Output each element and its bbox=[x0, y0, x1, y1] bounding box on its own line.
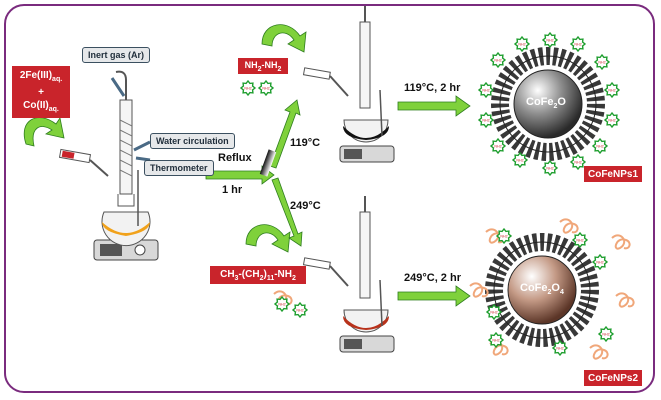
nh2-ligand-tag: NH2 bbox=[490, 311, 497, 315]
reagent-box-fe-co: 2Fe(III)aq. + Co(II)aq. bbox=[12, 66, 70, 118]
curved-arrow-amine bbox=[245, 224, 291, 253]
nh2-ligand-star bbox=[569, 35, 587, 53]
nh2-ligand-star bbox=[487, 331, 505, 349]
flow-junction-block bbox=[259, 149, 277, 177]
nh2-ligand-star bbox=[603, 81, 621, 99]
label-temp-upper: 119°C bbox=[290, 137, 321, 149]
nh2-ligand-tag: NH2 bbox=[516, 159, 523, 163]
label-cofenps1: CoFeNPs1 bbox=[584, 166, 642, 182]
reagent-box-hydrazine: NH2-NH2 bbox=[238, 58, 288, 74]
core-label-lower: CoFe2O4 bbox=[520, 282, 564, 297]
reactor-left bbox=[58, 70, 159, 261]
nh2-ligand-tag: NH2 bbox=[574, 161, 581, 165]
diagram-frame bbox=[4, 4, 655, 393]
nh2-ligand-tag: NH2 bbox=[608, 119, 615, 123]
arrow-down-diagonal bbox=[271, 177, 303, 247]
nh2-ligand-tag: NH2 bbox=[244, 87, 251, 91]
nh2-ligand-tag: NH2 bbox=[602, 333, 609, 337]
nh2-ligand-tag: NH2 bbox=[494, 145, 501, 149]
pointer-inert-gas bbox=[110, 77, 126, 97]
nh2-ligand-star bbox=[569, 153, 587, 171]
amine-formula: CH3-(CH2)11-NH2 bbox=[220, 268, 296, 282]
curved-arrow-left bbox=[23, 116, 65, 147]
nh2-ligand-tag: NH2 bbox=[482, 119, 489, 123]
nh2-ligand-tag: NH2 bbox=[598, 61, 605, 65]
nh2-ligand-tag: NH2 bbox=[546, 39, 553, 43]
nh2-ligand-star bbox=[257, 79, 275, 97]
label-condition-lower: 249°C, 2 hr bbox=[404, 272, 461, 284]
nh2-ligand-tag: NH2 bbox=[574, 43, 581, 47]
nh2-ligand-tag: NH2 bbox=[492, 339, 499, 343]
nh2-ligand-tag: NH2 bbox=[596, 261, 603, 265]
nh2-ligand-star bbox=[597, 325, 615, 343]
label-temp-lower: 249°C bbox=[290, 200, 321, 212]
arrow-to-upper-particle bbox=[397, 95, 471, 117]
arrow-up-diagonal bbox=[269, 99, 301, 169]
nanoparticle-lower bbox=[485, 233, 599, 347]
nh2-ligand-star bbox=[489, 137, 507, 155]
nh2-ligand-tag: NH2 bbox=[576, 239, 583, 243]
nh2-ligand-tag: NH2 bbox=[546, 167, 553, 171]
nh2-ligand-tag: NH2 bbox=[482, 89, 489, 93]
reagent-box-dodecylamine: CH3-(CH2)11-NH2 bbox=[210, 266, 306, 284]
nh2-ligand-tag: NH2 bbox=[500, 235, 507, 239]
reagent-plus: + bbox=[38, 86, 44, 98]
nh2-ligand-star bbox=[591, 137, 609, 155]
nh2-ligand-tag: NH2 bbox=[596, 145, 603, 149]
hydrazine-formula: NH2-NH2 bbox=[244, 59, 282, 73]
reactor-lower bbox=[302, 196, 395, 353]
arrow-to-lower-particle bbox=[397, 285, 471, 307]
label-water-circulation: Water circulation bbox=[150, 133, 235, 149]
nh2-ligand-tag: NH2 bbox=[608, 89, 615, 93]
nh2-ligand-star bbox=[591, 253, 609, 271]
label-thermometer: Thermometer bbox=[144, 160, 214, 176]
nh2-ligand-star bbox=[513, 35, 531, 53]
label-cofenps2: CoFeNPs2 bbox=[584, 370, 642, 386]
nh2-ligand-star bbox=[477, 111, 495, 129]
nanoparticle-upper bbox=[491, 47, 605, 161]
label-reflux-time: 1 hr bbox=[222, 184, 243, 196]
nh2-ligand-star bbox=[571, 231, 589, 249]
nh2-ligand-tag: NH2 bbox=[296, 309, 303, 313]
nh2-ligand-star bbox=[495, 227, 513, 245]
curved-arrow-hydrazine bbox=[261, 24, 307, 53]
nh2-ligand-star bbox=[541, 159, 559, 177]
reagent-fe-line: 2Fe(III)aq. bbox=[19, 69, 63, 83]
nh2-ligand-tag: NH2 bbox=[556, 347, 563, 351]
nh2-ligand-star bbox=[485, 303, 503, 321]
nh2-ligand-star bbox=[239, 79, 257, 97]
pointer-thermometer bbox=[135, 156, 151, 162]
label-inert-gas: Inert gas (Ar) bbox=[82, 47, 151, 63]
nh2-ligand-star bbox=[603, 111, 621, 129]
nh2-ligand-star bbox=[477, 81, 495, 99]
nh2-ligand-tag: NH2 bbox=[494, 59, 501, 63]
nh2-ligand-tag: NH2 bbox=[278, 303, 285, 307]
core-label-upper: CoFe2O bbox=[526, 96, 566, 111]
nh2-ligand-star bbox=[273, 295, 291, 313]
nh2-ligand-star bbox=[511, 151, 529, 169]
nh2-ligand-star bbox=[593, 53, 611, 71]
nh2-ligand-tag: NH2 bbox=[262, 87, 269, 91]
reactor-upper bbox=[302, 6, 395, 163]
nh2-ligand-star bbox=[291, 301, 309, 319]
nh2-ligand-tag: NH2 bbox=[518, 43, 525, 47]
nh2-ligand-star bbox=[541, 31, 559, 49]
nh2-ligand-star bbox=[551, 339, 569, 357]
nh2-ligand-star bbox=[489, 51, 507, 69]
pointer-water bbox=[133, 140, 151, 152]
reagent-co-line: Co(II)aq. bbox=[23, 99, 59, 113]
label-reflux: Reflux bbox=[218, 152, 252, 164]
label-condition-upper: 119°C, 2 hr bbox=[404, 82, 461, 94]
